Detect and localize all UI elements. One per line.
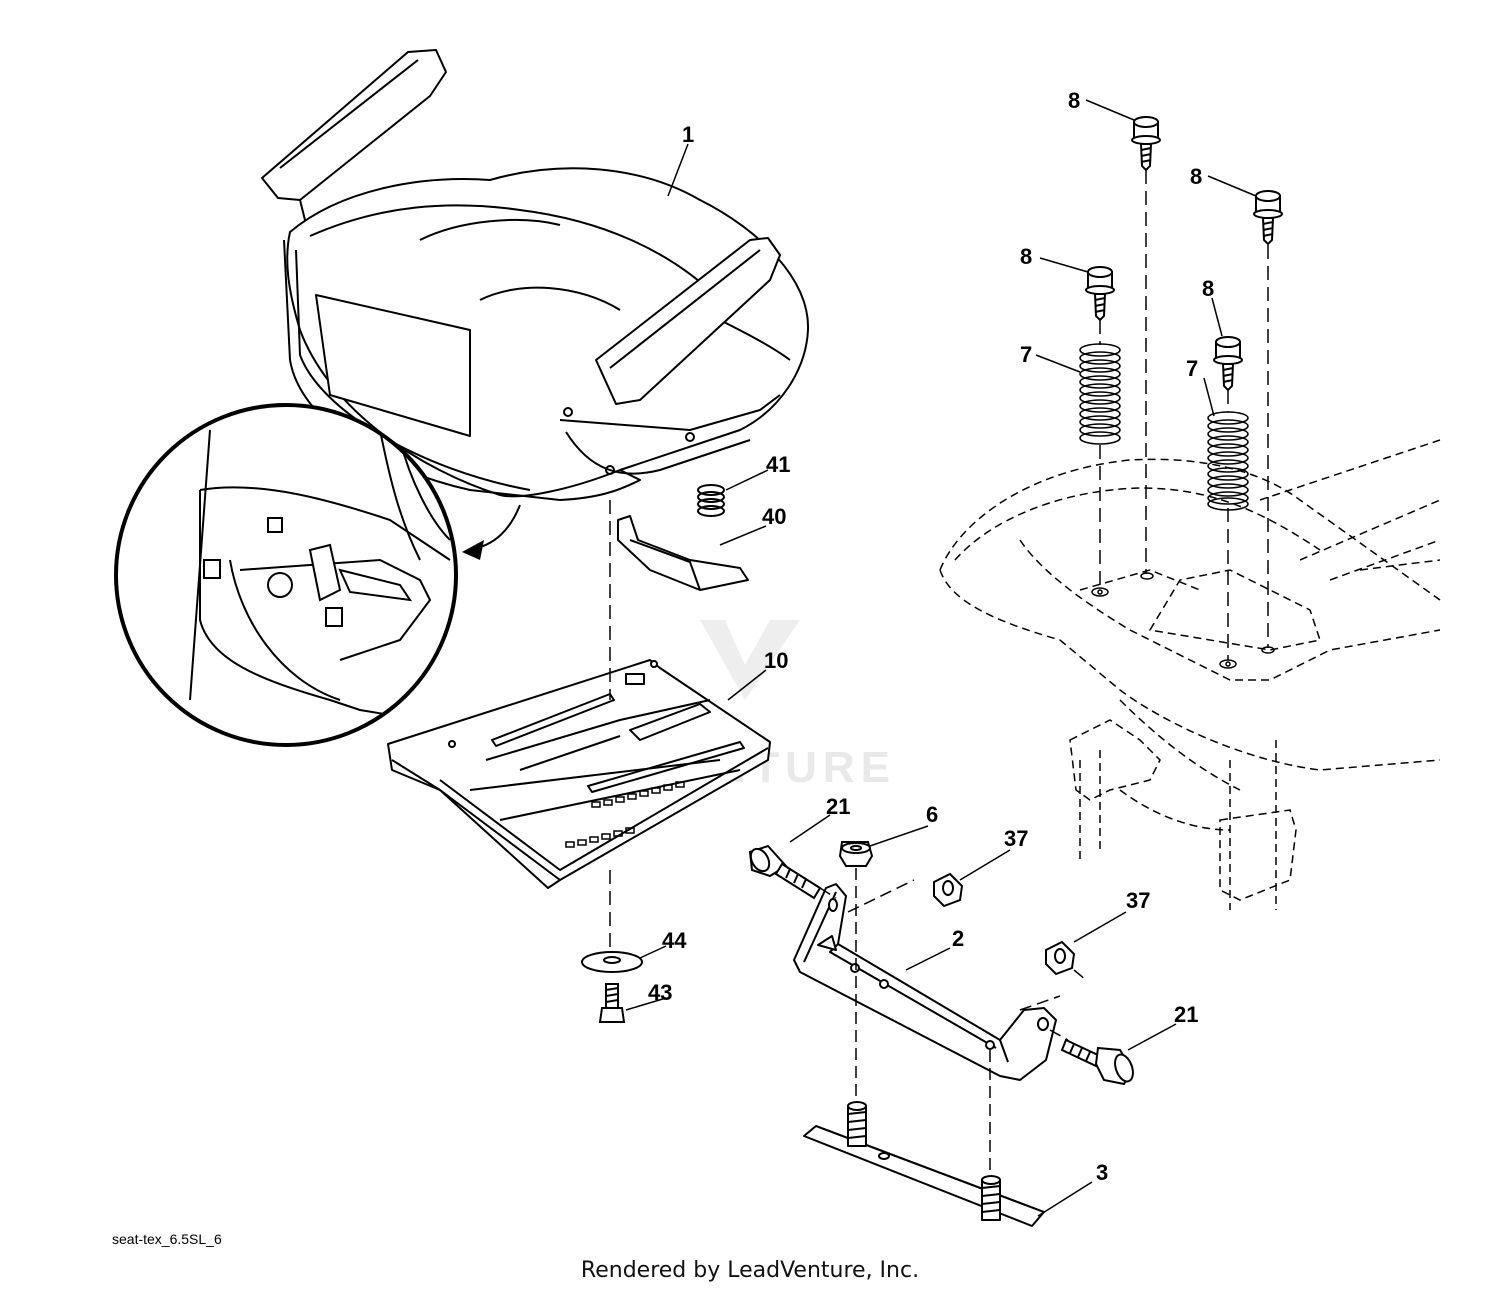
bolt-21-left xyxy=(748,844,822,900)
alignment-lines xyxy=(1099,170,1269,660)
seat-pan-slots xyxy=(565,781,685,848)
clip-40 xyxy=(617,515,749,591)
detail-inset xyxy=(114,403,521,747)
callout-44: 44 xyxy=(662,928,687,953)
spring-7-right xyxy=(1207,411,1249,511)
bolt-8-top-right xyxy=(1253,190,1283,246)
bracket-dashed-lines xyxy=(819,868,1087,1180)
callout-6: 6 xyxy=(926,802,938,827)
callout-37-top: 37 xyxy=(1004,826,1028,851)
screw-43 xyxy=(598,983,626,1023)
rendered-by-credit: Rendered by LeadVenture, Inc. xyxy=(580,1258,920,1283)
callout-41: 41 xyxy=(766,452,790,477)
bracket-2 xyxy=(793,883,1057,1081)
callout-8-top-right: 8 xyxy=(1190,164,1202,189)
seat-pan-10 xyxy=(387,659,771,889)
leader-lines xyxy=(625,99,1257,1217)
callout-8-top-center: 8 xyxy=(1068,88,1080,113)
small-spring-41 xyxy=(697,484,725,517)
nut-37-bottom xyxy=(1045,940,1076,976)
callout-10: 10 xyxy=(764,648,788,673)
frame-holes xyxy=(1091,572,1275,669)
callouts: 1 8 8 8 8 7 7 41 40 10 21 6 37 37 2 44 4… xyxy=(648,88,1214,1185)
callout-21-right: 21 xyxy=(1174,1002,1198,1027)
callout-7-left: 7 xyxy=(1020,342,1032,367)
callout-1: 1 xyxy=(682,122,694,147)
drawing-id: seat-tex_6.5SL_6 xyxy=(112,1231,222,1247)
callout-43: 43 xyxy=(648,980,672,1005)
callout-2: 2 xyxy=(952,926,964,951)
bolt-8-top-center xyxy=(1131,116,1161,172)
callout-3: 3 xyxy=(1096,1160,1108,1185)
bolt-8-right xyxy=(1213,336,1243,392)
frame-deck xyxy=(939,439,1441,910)
bolt-21-right xyxy=(1060,1038,1134,1086)
seat xyxy=(261,49,810,501)
plate-3 xyxy=(803,1101,1045,1227)
callout-40: 40 xyxy=(762,504,786,529)
nut-37-top xyxy=(933,872,964,908)
callout-21-left: 21 xyxy=(826,794,850,819)
callout-37-bottom: 37 xyxy=(1126,888,1150,913)
bolt-8-left xyxy=(1085,266,1115,322)
spring-7-left xyxy=(1079,343,1121,445)
callout-7-right: 7 xyxy=(1186,356,1198,381)
washer-44 xyxy=(581,951,643,973)
callout-8-right: 8 xyxy=(1202,276,1214,301)
callout-8-left: 8 xyxy=(1020,244,1032,269)
nut-6 xyxy=(838,841,874,867)
